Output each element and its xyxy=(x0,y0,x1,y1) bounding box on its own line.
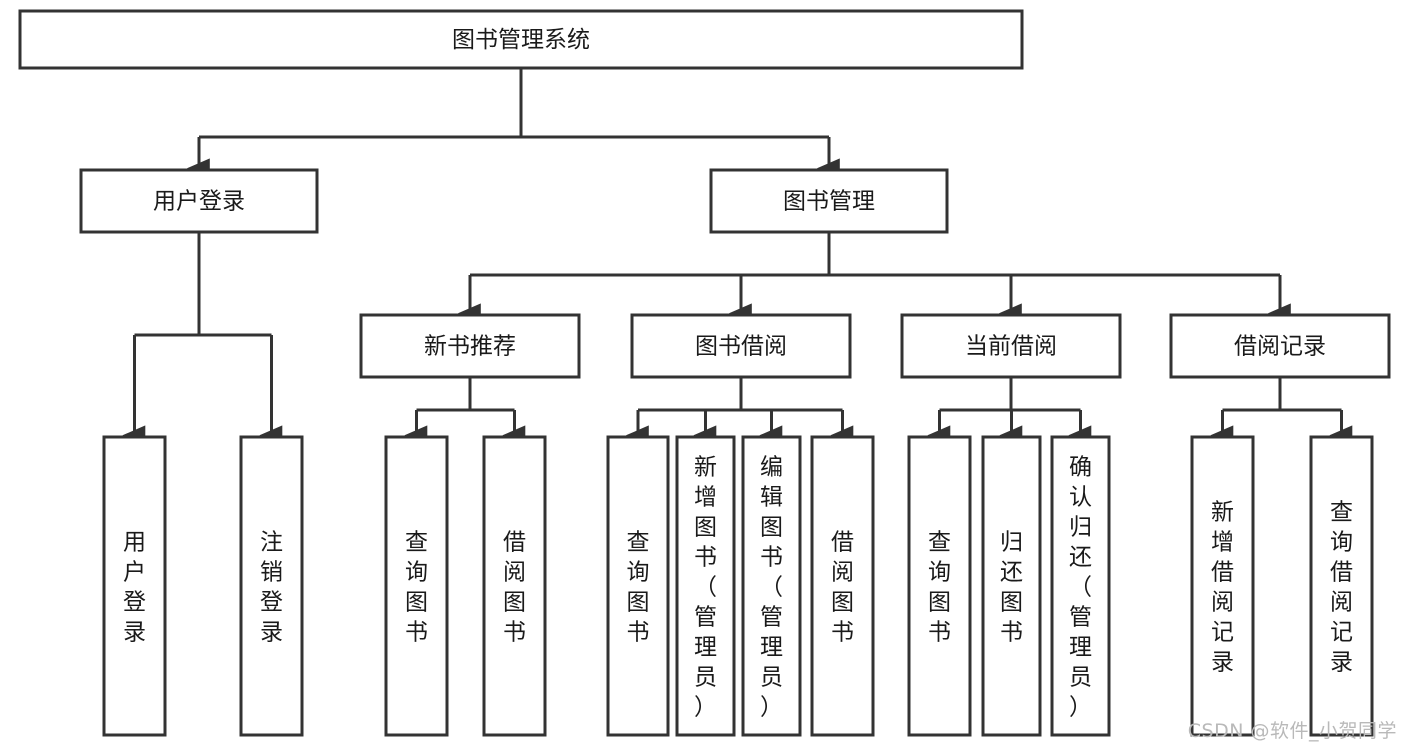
node-leaf-rec-add[interactable]: 新增借阅记录 xyxy=(1190,435,1255,737)
node-label: 借阅图书 xyxy=(831,529,854,645)
node-box xyxy=(482,435,547,737)
node-box xyxy=(741,435,802,737)
node-current[interactable]: 当前借阅 xyxy=(900,313,1122,379)
node-box xyxy=(675,435,736,737)
node-label: 查询图书 xyxy=(405,529,428,645)
node-leaf-user-logout[interactable]: 注销登录 xyxy=(239,435,304,737)
node-leaf-rec-query[interactable]: 查询借阅记录 xyxy=(1309,435,1374,737)
node-label: 新书推荐 xyxy=(424,334,516,360)
node-label: 用户登录 xyxy=(123,529,146,645)
node-label: 查询图书 xyxy=(627,529,650,645)
node-leaf-nb-borrow[interactable]: 借阅图书 xyxy=(482,435,547,737)
node-bookmgmt[interactable]: 图书管理 xyxy=(709,168,949,234)
node-leaf-bw-borrow[interactable]: 借阅图书 xyxy=(810,435,875,737)
node-leaf-bw-add[interactable]: 新增图书（管理员） xyxy=(675,435,736,737)
node-leaf-nb-query[interactable]: 查询图书 xyxy=(384,435,449,737)
node-box xyxy=(709,168,949,234)
node-box xyxy=(907,435,972,737)
node-label: 归还图书 xyxy=(1000,529,1023,645)
node-leaf-user-login[interactable]: 用户登录 xyxy=(102,435,167,737)
node-root[interactable]: 图书管理系统 xyxy=(18,9,1024,70)
node-borrow[interactable]: 图书借阅 xyxy=(630,313,852,379)
node-label: 借阅图书 xyxy=(503,529,526,645)
node-leaf-bw-query[interactable]: 查询图书 xyxy=(606,435,670,737)
node-box xyxy=(239,435,304,737)
node-label: 查询图书 xyxy=(928,529,951,645)
node-box xyxy=(1050,435,1111,737)
node-box xyxy=(1190,435,1255,737)
node-label: 注销登录 xyxy=(260,529,283,645)
node-login[interactable]: 用户登录 xyxy=(79,168,319,234)
node-label: 图书借阅 xyxy=(695,334,787,360)
node-records[interactable]: 借阅记录 xyxy=(1169,313,1391,379)
node-box xyxy=(1169,313,1391,379)
node-label: 图书管理 xyxy=(783,189,875,215)
node-newbook[interactable]: 新书推荐 xyxy=(359,313,581,379)
node-box xyxy=(900,313,1122,379)
node-label: 新增图书（管理员） xyxy=(694,454,717,720)
node-box xyxy=(630,313,852,379)
node-box xyxy=(981,435,1042,737)
watermark-label: CSDN @软件_小贺同学 xyxy=(1187,720,1397,742)
node-box xyxy=(79,168,319,234)
node-leaf-cur-return[interactable]: 归还图书 xyxy=(981,435,1042,737)
node-box xyxy=(359,313,581,379)
node-label: 编辑图书（管理员） xyxy=(760,454,783,720)
node-box xyxy=(102,435,167,737)
node-leaf-bw-edit[interactable]: 编辑图书（管理员） xyxy=(741,435,802,737)
node-label: 图书管理系统 xyxy=(452,27,590,53)
node-label: 借阅记录 xyxy=(1234,334,1326,360)
node-layer: 图书管理系统用户登录图书管理新书推荐图书借阅当前借阅借阅记录用户登录注销登录查询… xyxy=(18,9,1391,737)
node-box xyxy=(384,435,449,737)
node-label: 用户登录 xyxy=(153,189,245,215)
node-box xyxy=(810,435,875,737)
node-leaf-cur-query[interactable]: 查询图书 xyxy=(907,435,972,737)
node-label: 当前借阅 xyxy=(965,334,1057,360)
node-box xyxy=(606,435,670,737)
node-label: 确认归还（管理员） xyxy=(1069,454,1092,720)
node-label: 查询借阅记录 xyxy=(1330,499,1353,675)
node-leaf-cur-confirm[interactable]: 确认归还（管理员） xyxy=(1050,435,1111,737)
node-box xyxy=(1309,435,1374,737)
edge-layer xyxy=(122,68,1353,446)
node-label: 新增借阅记录 xyxy=(1211,499,1234,675)
node-box xyxy=(18,9,1024,70)
